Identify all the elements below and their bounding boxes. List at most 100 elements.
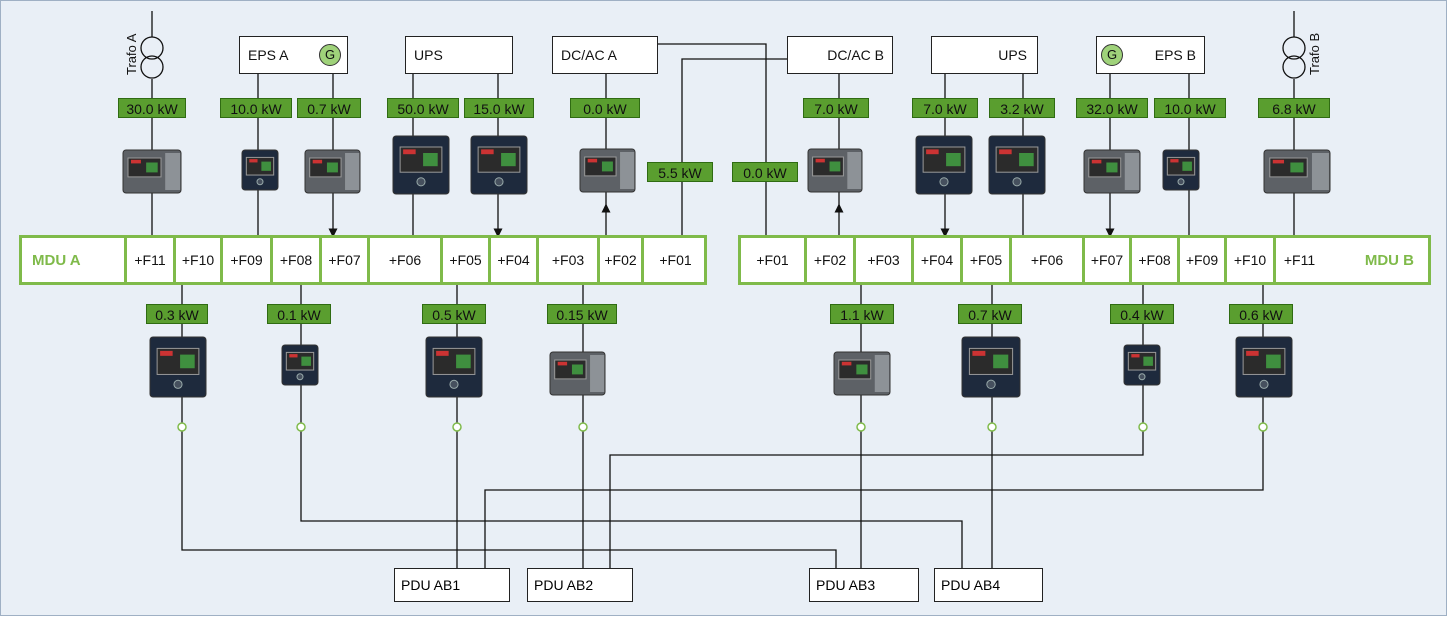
ups-a-box: UPS	[405, 36, 513, 74]
dcac-b-box: DC/AC B	[787, 36, 893, 74]
connector-dot	[1138, 422, 1148, 432]
power-dcac-a-f01: 5.5 kW	[647, 162, 713, 182]
power-dcac-b-f02: 7.0 kW	[803, 98, 869, 118]
eps-b-box: G EPS B	[1096, 36, 1205, 74]
power-meter-device	[122, 149, 182, 194]
mdu-b-feeder-cell: +F10	[1224, 238, 1273, 282]
mdu-b-feeder-cell: +F11	[1273, 238, 1323, 282]
generator-a-icon: G	[319, 44, 341, 66]
connector-dot	[296, 422, 306, 432]
power-meter-device	[425, 336, 483, 398]
power-eps-a-f08: 0.7 kW	[297, 98, 361, 118]
mdu-a-feeder-cell: +F06	[367, 238, 440, 282]
mdu-b-feeder-cell: +F06	[1009, 238, 1082, 282]
eps-a-label: EPS A	[248, 47, 289, 63]
wire-dcac-a-to-b-f01	[657, 43, 767, 235]
mdu-a-name: MDU A	[32, 251, 81, 269]
mdu-a-feeder-cell: +F01	[641, 238, 707, 282]
connector-dot	[856, 422, 866, 432]
eps-a-box: EPS A G	[239, 36, 348, 74]
mdu-a-feeder-cell: +F03	[536, 238, 597, 282]
connector-dot	[1258, 422, 1268, 432]
power-meter-device	[149, 336, 207, 398]
power-meter-device	[961, 336, 1021, 398]
power-meter-device	[392, 135, 450, 195]
mdu-b-feeder-cell: +F08	[1129, 238, 1177, 282]
route-a-f10-pdu-ab3	[181, 431, 837, 568]
mdu-b-feeder-cell: +F05	[960, 238, 1009, 282]
power-meter-device	[1162, 149, 1200, 191]
power-ups-b-f04: 7.0 kW	[912, 98, 978, 118]
mdu-a-feeder-cell: +F08	[270, 238, 319, 282]
mdu-b-feeder-cell: +F07	[1082, 238, 1129, 282]
mdu-b-feeder-cell: +F04	[911, 238, 960, 282]
power-dcac-b-f01: 0.0 kW	[732, 162, 798, 182]
mdu-a-feeder-cell: +F09	[220, 238, 270, 282]
ups-a-label: UPS	[414, 47, 443, 63]
route-b-f10-pdu-ab1	[484, 431, 1264, 568]
power-ups-a-f06: 50.0 kW	[387, 98, 459, 118]
power-eps-b-f07: 32.0 kW	[1076, 98, 1148, 118]
connector-dot	[987, 422, 997, 432]
mdu-b-panel: +F01+F02+F03+F04+F05+F06+F07+F08+F09+F10…	[738, 235, 1431, 285]
dcac-a-box: DC/AC A	[552, 36, 658, 74]
power-meter-device	[281, 344, 319, 386]
power-meter-device	[1235, 336, 1293, 398]
power-a-f08: 0.1 kW	[267, 304, 331, 324]
power-meter-device	[988, 135, 1046, 195]
power-meter-device	[304, 149, 361, 194]
mdu-a-feeder-cell: +F04	[488, 238, 536, 282]
connector-dot	[452, 422, 462, 432]
power-meter-device	[915, 135, 973, 195]
power-eps-b-f09: 10.0 kW	[1154, 98, 1226, 118]
eps-b-label: EPS B	[1154, 47, 1196, 63]
power-a-f03: 0.15 kW	[547, 304, 617, 324]
power-dcac-a-f02: 0.0 kW	[570, 98, 640, 118]
power-trafo-a: 30.0 kW	[118, 98, 186, 118]
mdu-a-feeder-cell: +F02	[597, 238, 641, 282]
ups-b-box: UPS	[931, 36, 1038, 74]
mdu-a-feeder-cell: +F05	[440, 238, 488, 282]
mdu-a-panel: MDU A +F11+F10+F09+F08+F07+F06+F05+F04+F…	[19, 235, 707, 285]
pdu-ab2: PDU AB2	[527, 568, 633, 602]
power-meter-device	[549, 351, 606, 396]
power-ups-b-f06: 3.2 kW	[989, 98, 1055, 118]
pdu-ab1: PDU AB1	[394, 568, 510, 602]
trafo-a-label: Trafo A	[124, 33, 139, 75]
mdu-b-feeder-cell: +F02	[804, 238, 853, 282]
mdu-b-feeder-cell: +F09	[1177, 238, 1224, 282]
mdu-a-feeder-cell: +F11	[124, 238, 173, 282]
generator-b-icon: G	[1101, 44, 1123, 66]
mdu-a-feeder-cell: +F10	[173, 238, 220, 282]
connector-dot	[177, 422, 187, 432]
pdu-ab4: PDU AB4	[934, 568, 1043, 602]
route-b-f08-pdu-ab2	[609, 431, 1144, 568]
power-b-f03: 1.1 kW	[830, 304, 894, 324]
power-ups-a-f04: 15.0 kW	[464, 98, 534, 118]
connector-dot	[578, 422, 588, 432]
trafo-a-icon	[140, 36, 164, 60]
route-a-f08-pdu-ab4	[300, 431, 963, 568]
power-meter-device	[807, 148, 863, 193]
wire-dcac-b-to-a-f01	[681, 58, 787, 235]
power-meter-device	[1083, 149, 1141, 194]
trafo-b-label: Trafo B	[1307, 32, 1322, 75]
ups-b-label: UPS	[998, 47, 1027, 63]
power-b-f10: 0.6 kW	[1229, 304, 1293, 324]
power-meter-device	[1123, 344, 1161, 386]
pdu-ab3: PDU AB3	[809, 568, 919, 602]
power-a-f05: 0.5 kW	[422, 304, 486, 324]
power-trafo-b: 6.8 kW	[1258, 98, 1330, 118]
power-b-f08: 0.4 kW	[1110, 304, 1174, 324]
trafo-b-icon	[1282, 36, 1306, 60]
dcac-b-label: DC/AC B	[827, 47, 884, 63]
power-meter-device	[470, 135, 528, 195]
mdu-b-feeder-cell: +F03	[853, 238, 911, 282]
mdu-a-feeder-cell: +F07	[319, 238, 367, 282]
power-a-f10: 0.3 kW	[146, 304, 208, 324]
mdu-b-name: MDU B	[1364, 251, 1414, 269]
power-meter-device	[1263, 149, 1331, 194]
dcac-a-label: DC/AC A	[561, 47, 618, 63]
power-eps-a-f10: 10.0 kW	[220, 98, 292, 118]
